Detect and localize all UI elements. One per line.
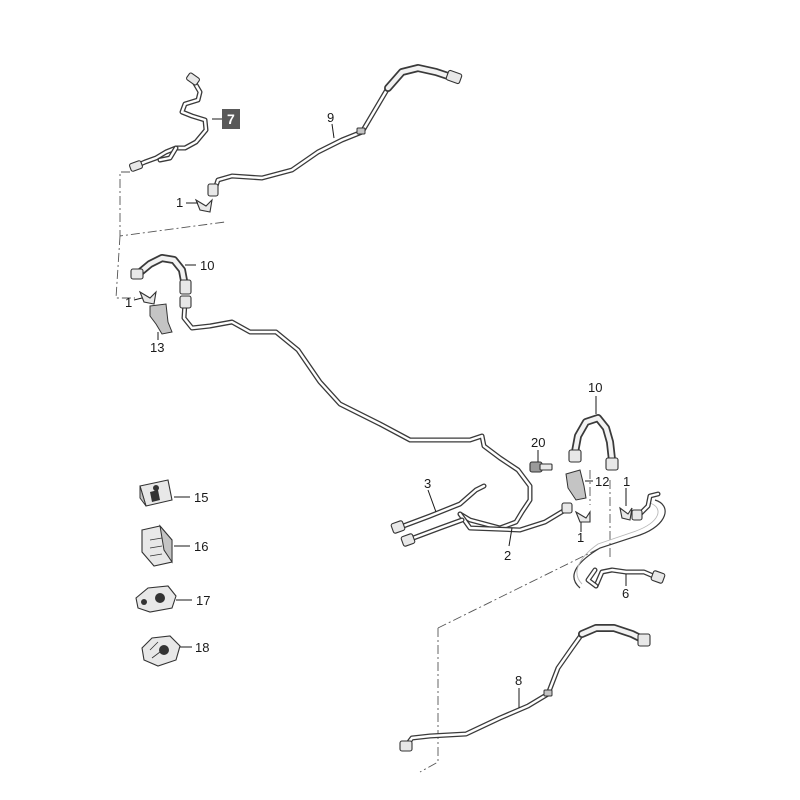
callout-20: 20 (531, 435, 545, 450)
callout-15: 15 (194, 490, 208, 505)
clip-1-left[interactable] (138, 290, 157, 305)
brake-line-7[interactable] (129, 72, 209, 172)
callout-1-mid: 1 (577, 530, 584, 545)
callout-16: 16 (194, 539, 208, 554)
callout-18: 18 (195, 640, 209, 655)
brake-hose-10-right[interactable] (568, 414, 619, 471)
callout-3: 3 (424, 476, 431, 491)
clip-1-right[interactable] (619, 506, 633, 521)
holder-17[interactable] (135, 585, 177, 613)
callout-17: 17 (196, 593, 210, 608)
callout-8: 8 (515, 673, 522, 688)
brake-line-9[interactable] (207, 64, 463, 197)
guide-lines (115, 171, 611, 773)
callout-7: 7 (227, 111, 235, 127)
callout-13: 13 (150, 340, 164, 355)
bracket-13[interactable] (149, 303, 173, 335)
brake-hose-10-left[interactable] (130, 254, 192, 295)
callout-1-top: 1 (176, 195, 183, 210)
brake-line-2[interactable] (179, 295, 573, 533)
bracket-12[interactable] (565, 469, 587, 501)
holder-18[interactable] (141, 635, 181, 667)
callout-7-highlight[interactable]: 7 (222, 109, 240, 129)
callout-9: 9 (327, 110, 334, 125)
holder-16[interactable] (141, 524, 173, 567)
callout-1-right: 1 (623, 474, 630, 489)
holder-15[interactable] (139, 479, 173, 507)
brake-line-6[interactable] (573, 491, 666, 589)
callout-10-right: 10 (588, 380, 602, 395)
bolt-20[interactable] (529, 461, 553, 473)
brake-line-3[interactable] (390, 483, 487, 547)
brake-line-8[interactable] (399, 624, 651, 752)
leader-lines (133, 118, 627, 708)
callout-10-left: 10 (200, 258, 214, 273)
callout-2: 2 (504, 548, 511, 563)
callout-1-left: 1 (125, 295, 132, 310)
callout-6: 6 (622, 586, 629, 601)
clip-1-mid[interactable] (574, 510, 591, 523)
clip-1-top[interactable] (194, 198, 213, 213)
callout-12: 12 (595, 474, 609, 489)
